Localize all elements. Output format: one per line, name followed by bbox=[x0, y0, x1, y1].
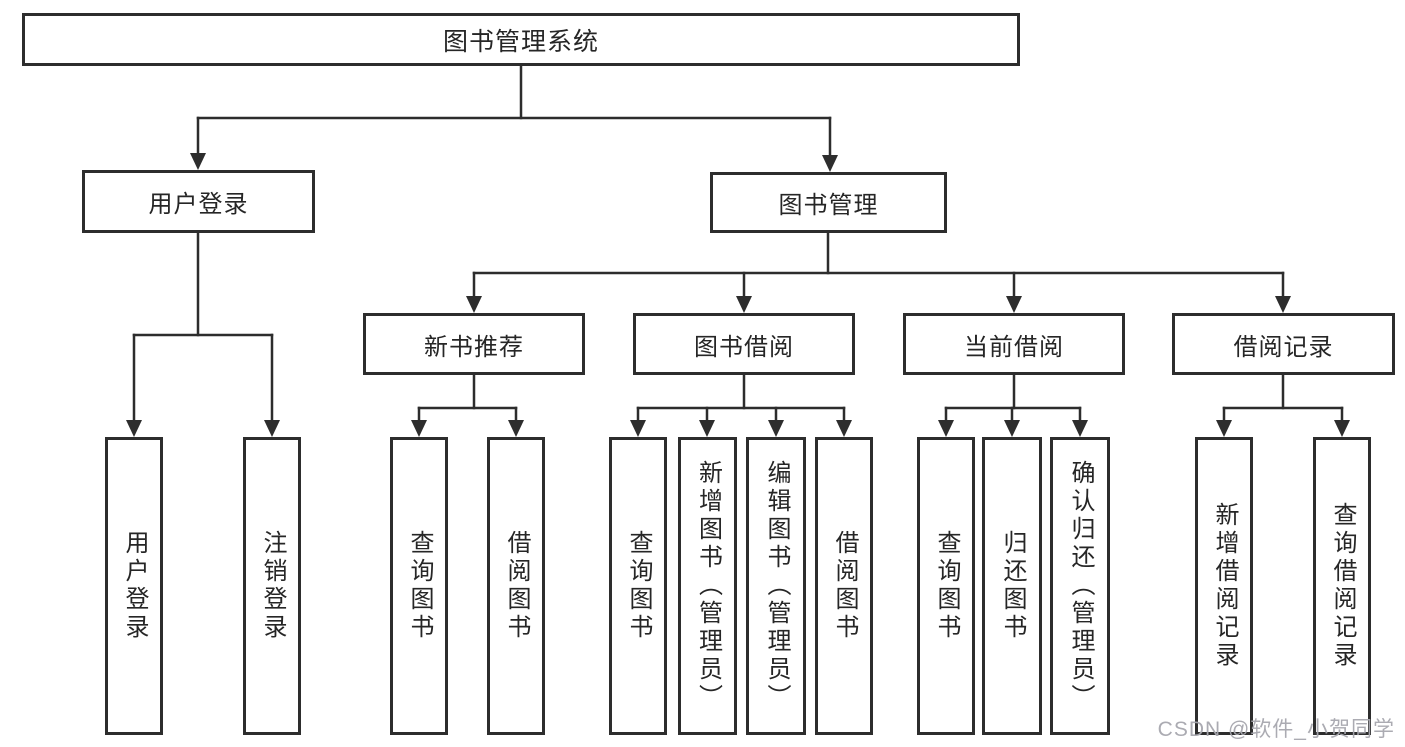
node-book-management-label: 图书管理 bbox=[778, 192, 879, 219]
node-book-management: 图书管理 bbox=[710, 172, 947, 233]
node-root-label: 图书管理系统 bbox=[442, 27, 599, 56]
node-user-login-label: 用户登录 bbox=[148, 191, 249, 218]
leaf-confirm-return-admin: 确认归还（管理员） bbox=[1050, 437, 1110, 735]
node-root: 图书管理系统 bbox=[22, 13, 1020, 66]
leaf-query-books-2: 查询图书 bbox=[609, 437, 667, 735]
leaf-query-books-2-label: 查询图书 bbox=[625, 530, 652, 642]
leaf-borrow-books-2-label: 借阅图书 bbox=[831, 530, 858, 642]
node-user-login: 用户登录 bbox=[82, 170, 315, 233]
leaf-edit-books-admin-label: 编辑图书（管理员） bbox=[763, 460, 790, 712]
leaf-logout: 注销登录 bbox=[243, 437, 301, 735]
leaf-add-borrow-record: 新增借阅记录 bbox=[1195, 437, 1253, 735]
leaf-query-books-1-label: 查询图书 bbox=[406, 530, 433, 642]
leaf-add-borrow-record-label: 新增借阅记录 bbox=[1211, 502, 1238, 670]
leaf-query-books-1: 查询图书 bbox=[390, 437, 448, 735]
node-new-book-recommend-label: 新书推荐 bbox=[424, 333, 524, 361]
leaf-add-books-admin: 新增图书（管理员） bbox=[678, 437, 737, 735]
leaf-user-login-label: 用户登录 bbox=[121, 530, 148, 642]
node-book-borrow-label: 图书借阅 bbox=[694, 333, 794, 361]
arrowheads bbox=[126, 153, 1350, 437]
leaf-query-books-3: 查询图书 bbox=[917, 437, 975, 735]
leaf-user-login: 用户登录 bbox=[105, 437, 163, 735]
leaf-borrow-books-1: 借阅图书 bbox=[487, 437, 545, 735]
node-borrow-records: 借阅记录 bbox=[1172, 313, 1395, 375]
leaf-borrow-books-1-label: 借阅图书 bbox=[503, 530, 530, 642]
leaf-query-books-3-label: 查询图书 bbox=[933, 530, 960, 642]
csdn-watermark: CSDN @软件_小贺同学 bbox=[1157, 718, 1395, 741]
node-borrow-records-label: 借阅记录 bbox=[1233, 333, 1334, 361]
leaf-query-borrow-record-label: 查询借阅记录 bbox=[1329, 502, 1356, 670]
leaf-edit-books-admin: 编辑图书（管理员） bbox=[746, 437, 806, 735]
leaf-return-books-label: 归还图书 bbox=[999, 530, 1026, 642]
leaf-query-borrow-record: 查询借阅记录 bbox=[1313, 437, 1371, 735]
node-current-borrow-label: 当前借阅 bbox=[964, 333, 1064, 361]
leaf-borrow-books-2: 借阅图书 bbox=[815, 437, 873, 735]
leaf-return-books: 归还图书 bbox=[982, 437, 1042, 735]
node-new-book-recommend: 新书推荐 bbox=[363, 313, 585, 375]
leaf-confirm-return-admin-label: 确认归还（管理员） bbox=[1067, 460, 1094, 712]
leaf-logout-label: 注销登录 bbox=[259, 530, 286, 642]
node-book-borrow: 图书借阅 bbox=[633, 313, 855, 375]
leaf-add-books-admin-label: 新增图书（管理员） bbox=[694, 460, 722, 712]
node-current-borrow: 当前借阅 bbox=[903, 313, 1125, 375]
